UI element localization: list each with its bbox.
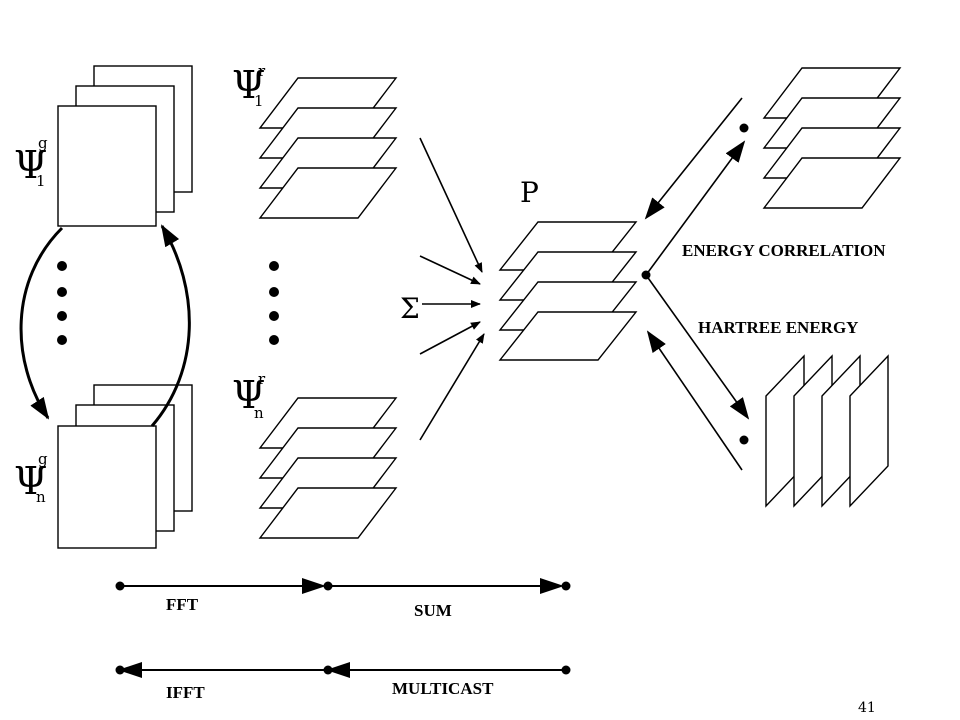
- middle-ellipsis-dots: [269, 261, 279, 345]
- psi-r-top-stack: [258, 77, 398, 219]
- upper-node: [739, 123, 749, 133]
- ifft-label: IFFT: [166, 683, 205, 702]
- sum-label: SUM: [414, 601, 452, 620]
- energy-arrows: [644, 97, 750, 471]
- psi-rn-subscript: n: [254, 404, 264, 422]
- multicast-label: MULTICAST: [392, 679, 494, 698]
- hartree-energy-label: HARTREE ENERGY: [698, 318, 858, 337]
- psi-r1-superscript: r: [258, 62, 266, 80]
- psi-g1-superscript: g: [38, 134, 48, 152]
- left-ellipsis-dots: [57, 261, 67, 345]
- psi-r-bottom-stack: [258, 397, 398, 539]
- psi-rn-superscript: r: [258, 370, 266, 388]
- psi-g1-symbol: Ψ: [14, 143, 47, 187]
- psi-g-top-stack: [57, 65, 193, 227]
- page-number: 41: [858, 700, 876, 716]
- sum-converging-arrows: [419, 137, 485, 441]
- fft-label: FFT: [166, 595, 199, 614]
- backward-legend: [115, 662, 571, 678]
- psi-gn-symbol: Ψ: [14, 459, 47, 503]
- energy-correlation-stack: [762, 67, 902, 209]
- psi-gn-superscript: g: [38, 450, 48, 468]
- sigma-symbol: Σ: [400, 292, 420, 325]
- psi-rn-symbol: Ψ: [232, 373, 265, 417]
- lower-node: [739, 435, 749, 445]
- curved-arrow-down: [19, 226, 64, 420]
- energy-correlation-label: ENERGY CORRELATION: [682, 241, 886, 260]
- psi-r1-symbol: Ψ: [232, 63, 265, 107]
- p-label: P: [520, 176, 539, 209]
- psi-r1-subscript: 1: [254, 92, 264, 110]
- hartree-energy-stack: [765, 354, 889, 508]
- p-stack: [498, 221, 638, 361]
- forward-legend: [115, 578, 571, 594]
- curved-arrow-up: [150, 224, 191, 427]
- psi-gn-subscript: n: [36, 488, 46, 506]
- psi-g1-subscript: 1: [36, 172, 46, 190]
- psi-g-bottom-stack: [57, 384, 193, 549]
